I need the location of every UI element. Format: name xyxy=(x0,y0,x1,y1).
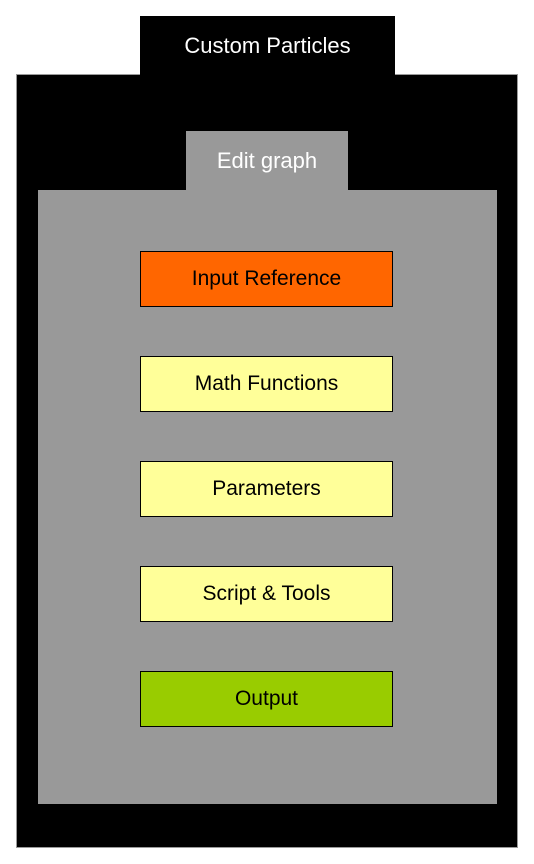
output-node[interactable]: Output xyxy=(140,671,393,727)
math-functions-node[interactable]: Math Functions xyxy=(140,356,393,412)
custom-particles-tab[interactable]: Custom Particles xyxy=(140,16,395,75)
script-and-tools-label: Script & Tools xyxy=(202,582,331,605)
parameters-label: Parameters xyxy=(212,477,321,500)
edit-graph-tab-label: Edit graph xyxy=(216,148,318,173)
math-functions-label: Math Functions xyxy=(194,372,339,395)
input-reference-node[interactable]: Input Reference xyxy=(140,251,393,307)
parameters-node[interactable]: Parameters xyxy=(140,461,393,517)
edit-graph-tab[interactable]: Edit graph xyxy=(186,131,348,191)
input-reference-label: Input Reference xyxy=(191,267,342,290)
script-and-tools-node[interactable]: Script & Tools xyxy=(140,566,393,622)
output-label: Output xyxy=(234,687,299,710)
custom-particles-tab-label: Custom Particles xyxy=(184,32,351,58)
